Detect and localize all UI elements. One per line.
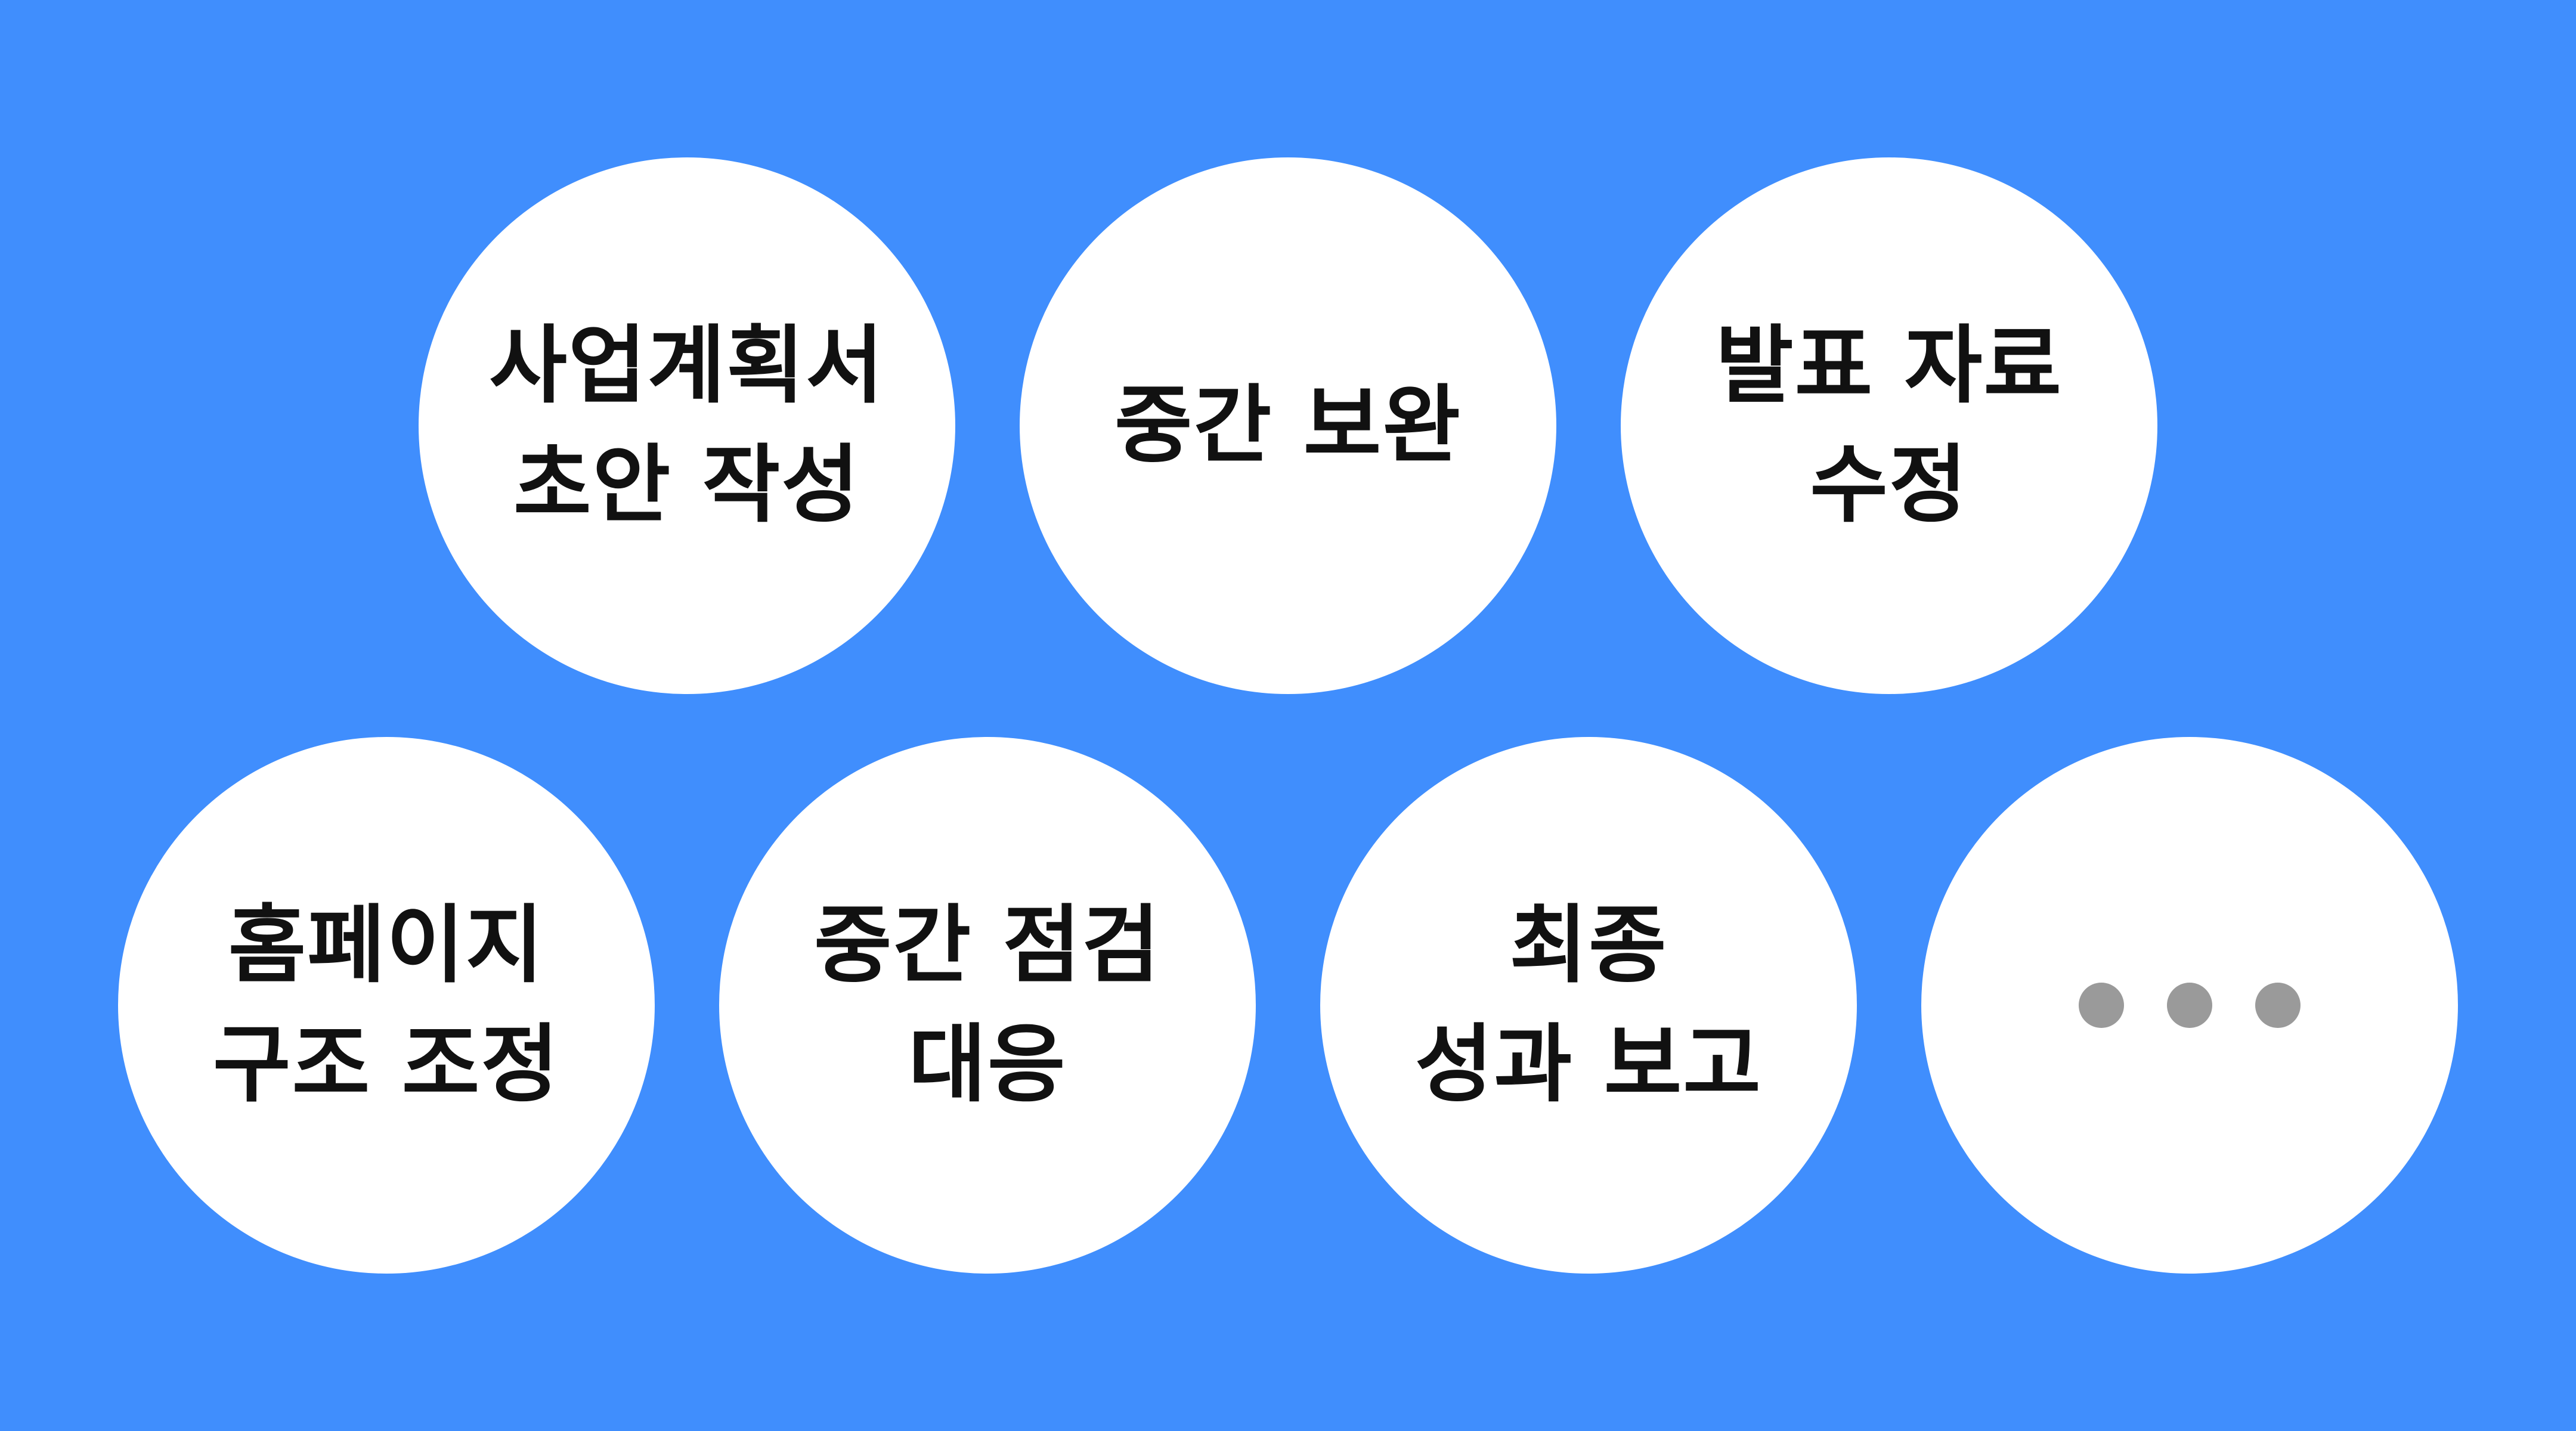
task-label-line: 성과 보고 — [1415, 1015, 1762, 1114]
task-label-line: 중간 보완 — [1114, 376, 1462, 475]
task-circle-homepage-restructure: 홈페이지 구조 조정 — [118, 737, 655, 1274]
task-label: 중간 점검 대응 — [814, 886, 1161, 1125]
ellipsis-dot — [2167, 983, 2212, 1028]
task-circle-presentation-edit: 발표 자료 수정 — [1621, 157, 2157, 694]
task-label: 최종 성과 보고 — [1415, 886, 1762, 1125]
ellipsis-dot — [2079, 983, 2124, 1028]
ellipsis-dot — [2255, 983, 2301, 1028]
task-label: 발표 자료 수정 — [1716, 306, 2063, 545]
ellipsis-icon — [2079, 983, 2301, 1028]
task-label-line: 발표 자료 — [1716, 317, 2063, 415]
task-label: 사업계획서 초안 작성 — [489, 306, 884, 545]
task-label-line: 중간 점검 — [814, 896, 1161, 995]
task-circle-final-report: 최종 성과 보고 — [1320, 737, 1857, 1274]
more-circle — [1921, 737, 2458, 1274]
task-label-line: 홈페이지 — [228, 896, 545, 995]
task-label-line: 최종 — [1509, 896, 1668, 995]
task-label-line: 초안 작성 — [513, 436, 860, 534]
task-circle-business-plan: 사업계획서 초안 작성 — [419, 157, 955, 694]
task-label: 중간 보완 — [1114, 366, 1462, 485]
task-label-line: 수정 — [1810, 436, 1968, 534]
task-label: 홈페이지 구조 조정 — [213, 886, 560, 1125]
task-label-line: 구조 조정 — [213, 1015, 560, 1114]
task-circle-interim-check: 중간 점검 대응 — [719, 737, 1256, 1274]
task-circle-interim-revision: 중간 보완 — [1020, 157, 1556, 694]
task-label-line: 대응 — [908, 1015, 1067, 1114]
task-label-line: 사업계획서 — [489, 317, 885, 415]
